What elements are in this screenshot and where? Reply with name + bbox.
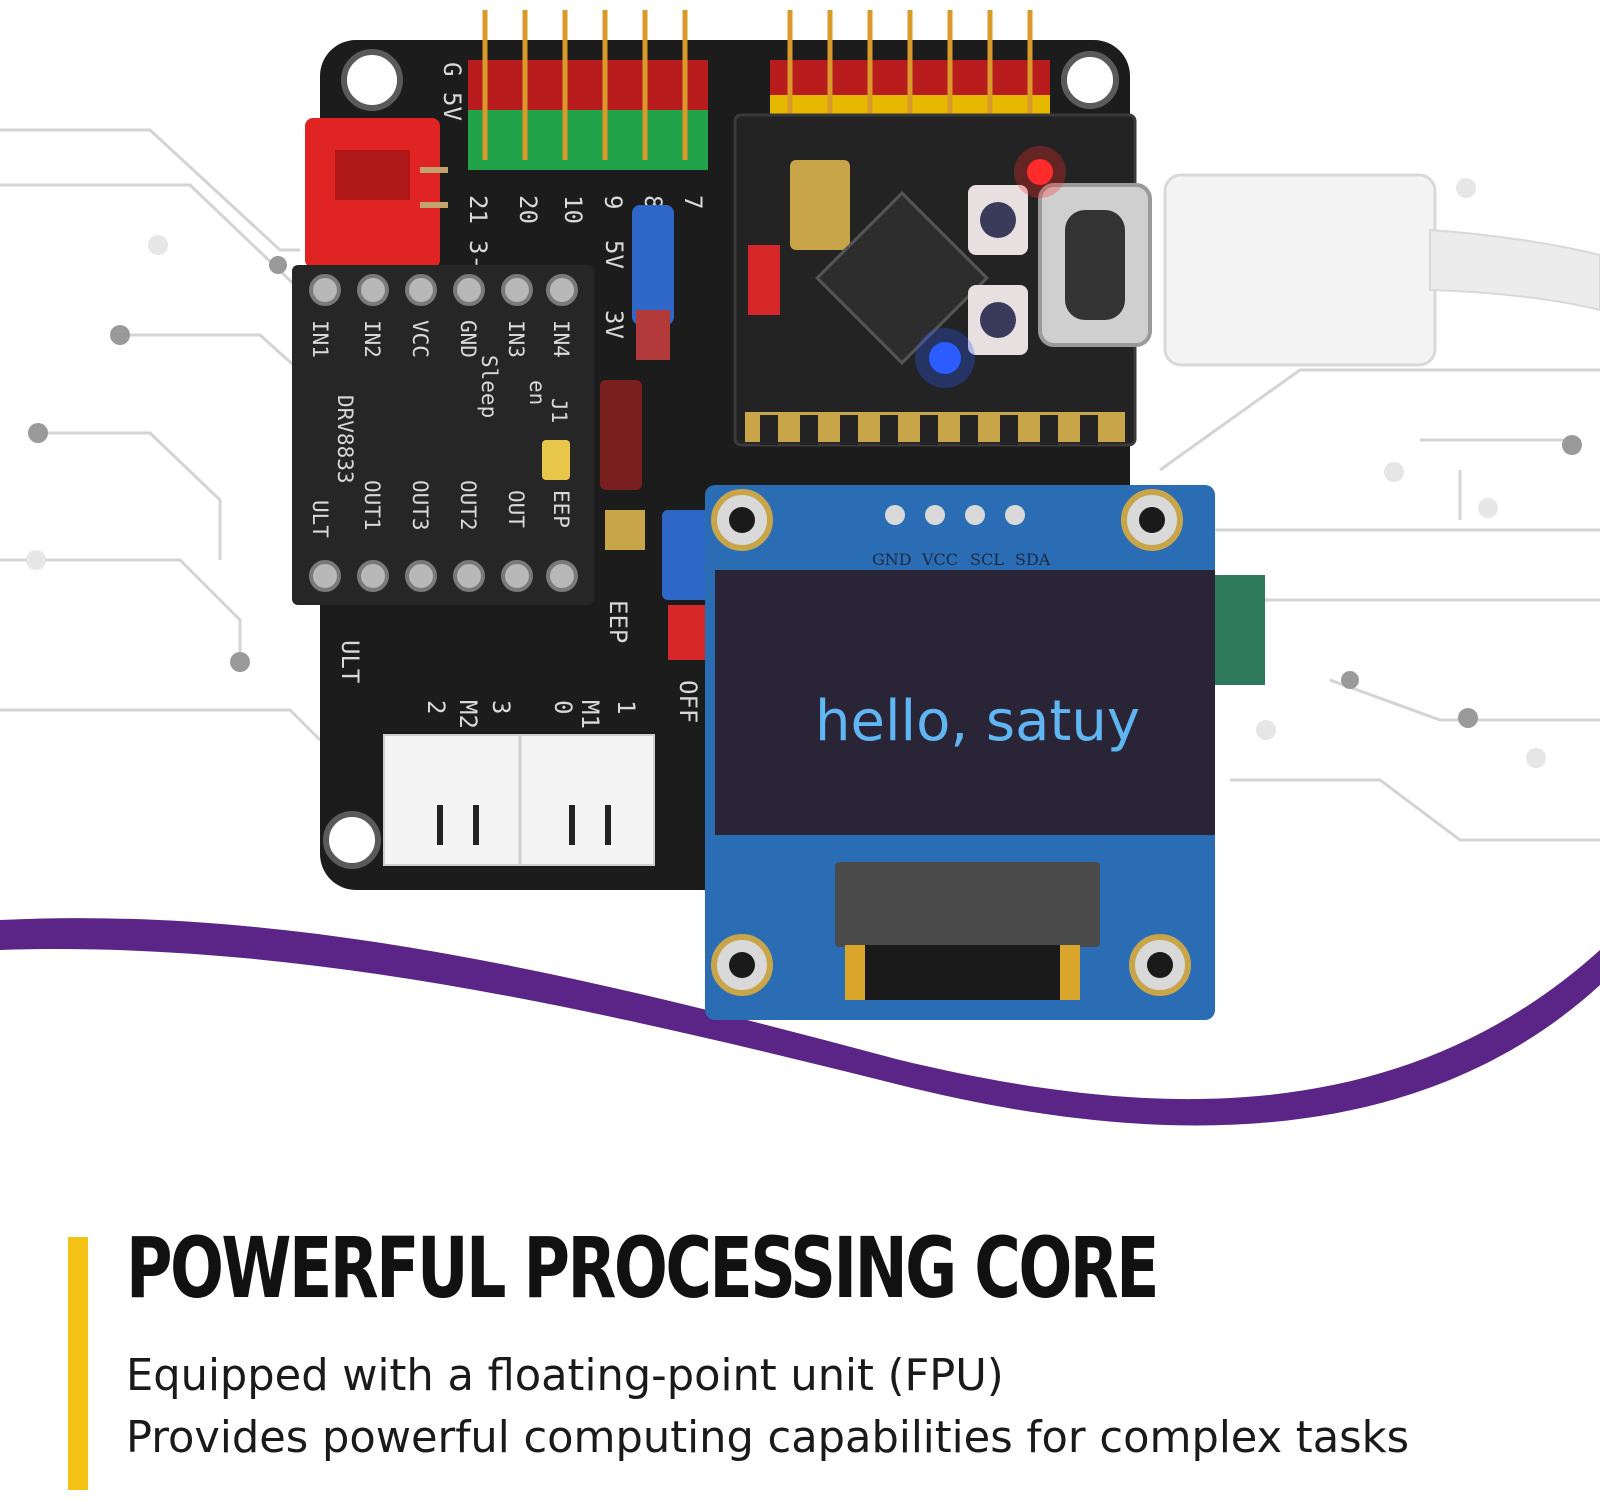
motor-connectors [383,734,655,866]
circuit-trace-background [0,128,1600,842]
crystal [790,160,850,250]
oled-pin-label: SCL [970,550,1004,569]
motor-number: 1 [612,700,640,714]
driver-pin-label: OUT3 [408,480,432,531]
motor-number: 2 [422,700,450,714]
driver-pin-label: VCC [408,320,432,358]
status-led-blue [929,342,961,374]
motor-label: M1 [576,700,604,729]
oled-pin-label: VCC [921,550,958,569]
driver-en-label: en [525,380,549,405]
driver-pin-label: OUT2 [456,480,480,531]
slide-switch [632,205,674,360]
voltage-label: 3V [600,310,628,339]
status-led-red-glow [1027,159,1053,185]
oled-screen [715,570,1215,835]
description-line: Provides powerful computing capabilities… [126,1412,1410,1463]
oled-pin-label: SDA [1015,550,1051,569]
driver-jumper [542,440,570,480]
driver-sleep-label: Sleep [477,355,501,418]
oled-ribbon [835,862,1100,947]
status-led-red [600,380,642,490]
power-switch [662,510,710,660]
header-label: 10 [559,195,587,224]
test-pad [605,510,645,550]
header-label: 20 [514,195,542,224]
driver-jumper-label: J1 [547,398,571,423]
driver-pin-label: EEP [549,490,573,528]
driver-pin-label: IN2 [360,320,384,358]
driver-chip-label: DRV8833 [333,395,357,484]
servo-header-right [770,10,1050,117]
driver-pin-label: IN1 [308,320,332,358]
motor-number: 0 [549,700,577,714]
driver-pin-label: IN4 [549,320,573,358]
usb-cable [1163,173,1600,367]
power-label: 5V [438,92,466,121]
mounting-hole [341,49,403,111]
power-label: G [438,62,466,76]
driver-pin-label: IN3 [504,320,528,358]
motor-driver-module: IN1 IN2 VCC GND IN3 IN4 DRV8833 Sleep en… [292,265,594,605]
header-label: 21 [464,195,492,224]
voltage-label: 5V [600,240,628,269]
header-label: 7 [679,195,707,209]
driver-pin-label: GND [456,320,480,358]
oled-screen-text: hello, satuy [815,689,1140,754]
purple-wave [0,918,1600,1126]
header-label: 9 [599,195,627,209]
headline: POWERFUL PROCESSING CORE [126,1219,1160,1317]
mounting-hole [1061,51,1119,109]
caption-block: POWERFUL PROCESSING CORE Equipped with a… [0,1200,1600,1500]
motor-label: M2 [454,700,482,729]
mcu-chip [815,191,989,365]
driver-pin-label: ULT [308,500,332,538]
accent-bar [68,1237,88,1490]
power-connector [305,118,448,268]
motor-number: 3 [487,700,515,714]
driver-pin-label: OUT [504,490,528,528]
eep-label: EEP [604,600,632,643]
product-photo: 21 20 10 9 8 7 G 5V 3-7 5V 3V [0,10,1600,1126]
description-line: Equipped with a floating-point unit (FPU… [126,1350,1004,1401]
circuit-node-dots [28,256,1582,728]
ult-label: ULT [336,640,364,683]
driver-pin-label: OUT1 [360,480,384,531]
microcontroller-module [733,113,1152,447]
oled-pin-label: GND [872,550,912,569]
oled-module: GND VCC SCL SDA hello, satuy [705,485,1265,1020]
off-label: OFF [674,680,702,723]
servo-header-left [468,10,708,170]
mounting-hole [323,811,381,869]
